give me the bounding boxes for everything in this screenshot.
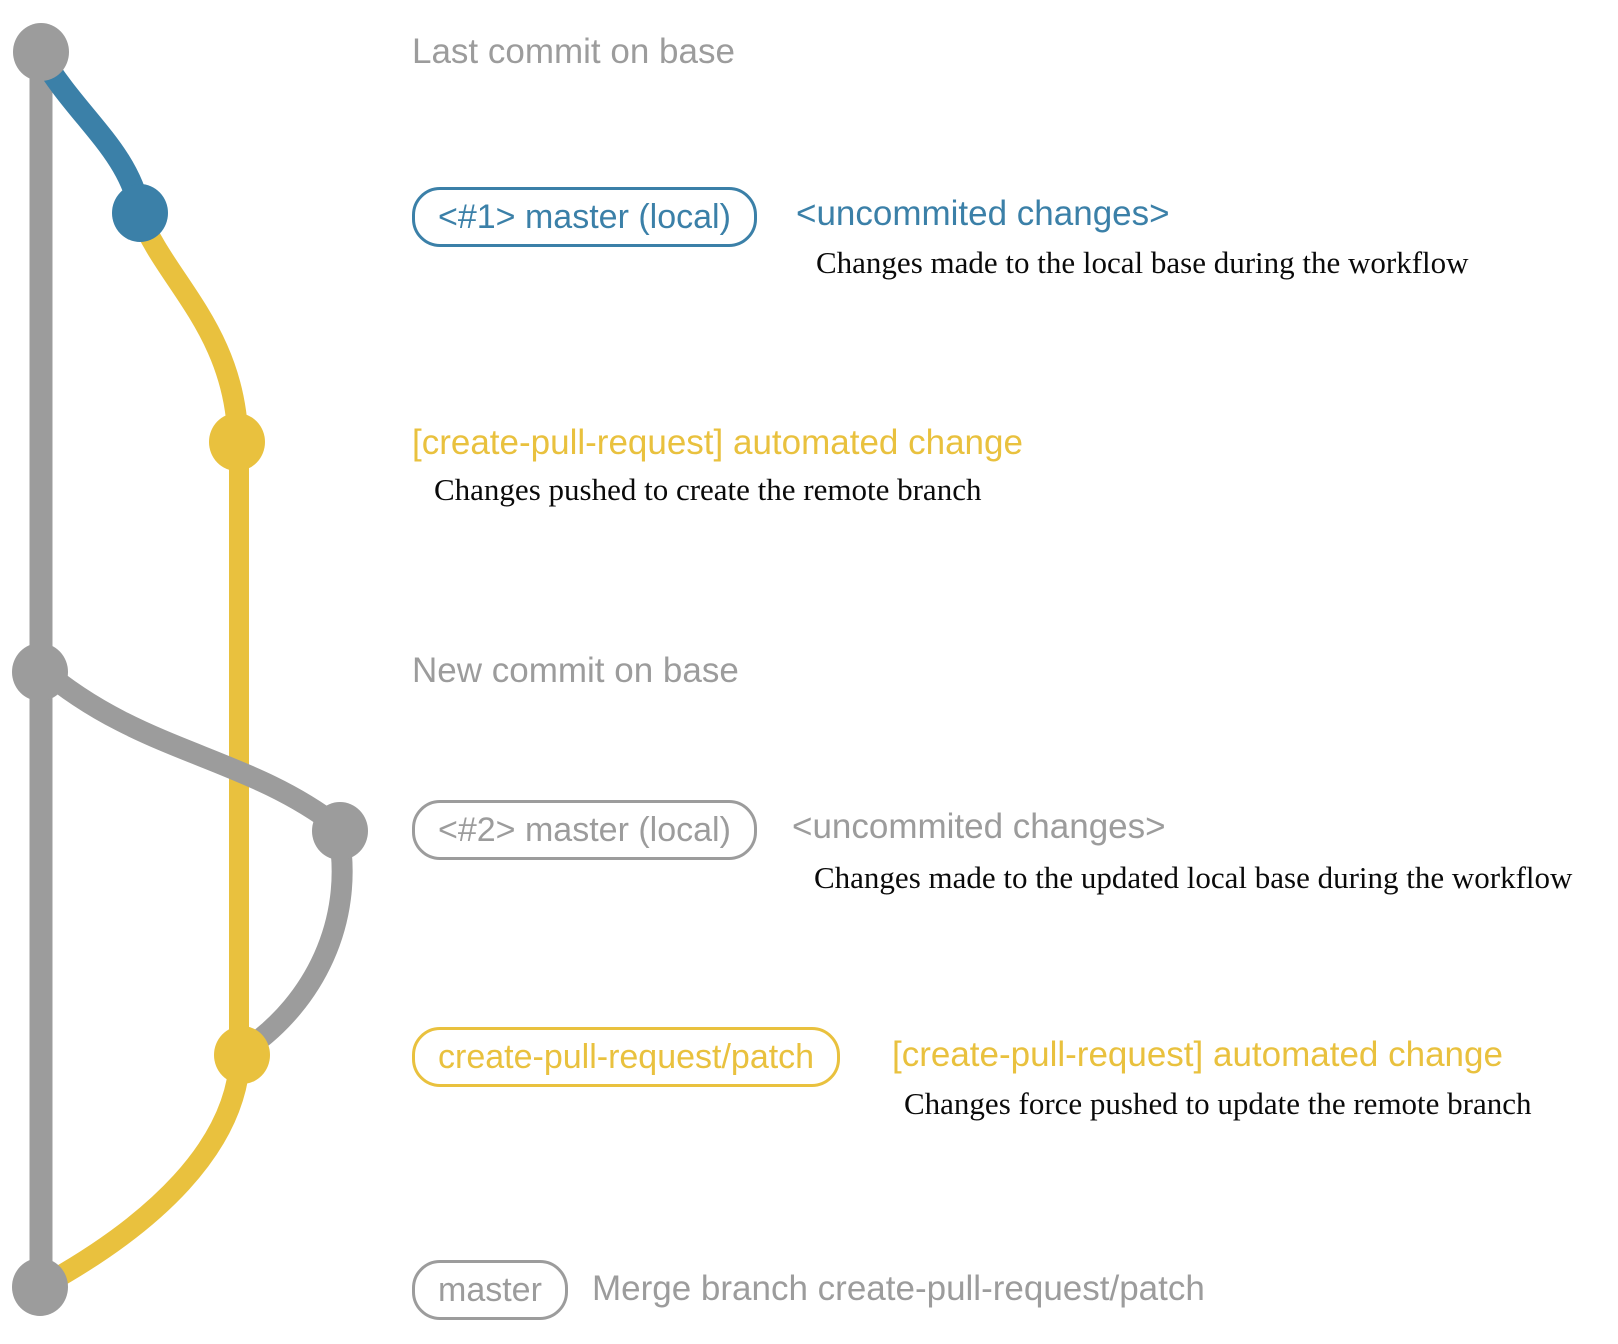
commit-message-automated-2: [create-pull-request] automated change (892, 1035, 1503, 1074)
label-last-commit-on-base: Last commit on base (412, 32, 735, 71)
commit-message-merge: Merge branch create-pull-request/patch (592, 1269, 1205, 1308)
branch-tag-patch: create-pull-request/patch (412, 1027, 841, 1087)
commit-node-merge (12, 1258, 68, 1316)
commit-node-new-base (12, 643, 68, 701)
rebase-curve (34, 660, 344, 835)
caption-automated-2: Changes force pushed to update the remot… (904, 1086, 1532, 1121)
label-new-commit-on-base: New commit on base (412, 651, 739, 690)
commit-message-automated-1: [create-pull-request] automated change (412, 423, 1023, 462)
caption-uncommitted-1: Changes made to the local base during th… (816, 245, 1469, 280)
commit-message-uncommitted-2: <uncommited changes> (792, 807, 1166, 846)
commit-message-uncommitted-1: <uncommited changes> (796, 194, 1170, 233)
commit-node-automated-1 (209, 413, 265, 471)
commit-node-local-2 (312, 802, 368, 860)
caption-automated-1: Changes pushed to create the remote bran… (434, 472, 982, 507)
branch-tag-master-local-2: <#2> master (local) (412, 800, 757, 860)
force-push-curve (241, 833, 353, 1057)
commit-node-automated-2 (214, 1026, 270, 1084)
branch-tag-master-local-1: <#1> master (local) (412, 187, 757, 247)
caption-uncommitted-2: Changes made to the updated local base d… (814, 860, 1573, 895)
commit-node-local-1 (112, 184, 168, 242)
branch-tag-master: master (412, 1260, 568, 1320)
patch-branch-curve-top (130, 211, 249, 443)
merge-curve (40, 1056, 251, 1294)
local-master-curve (31, 50, 151, 214)
commit-node-last-base (13, 23, 69, 81)
